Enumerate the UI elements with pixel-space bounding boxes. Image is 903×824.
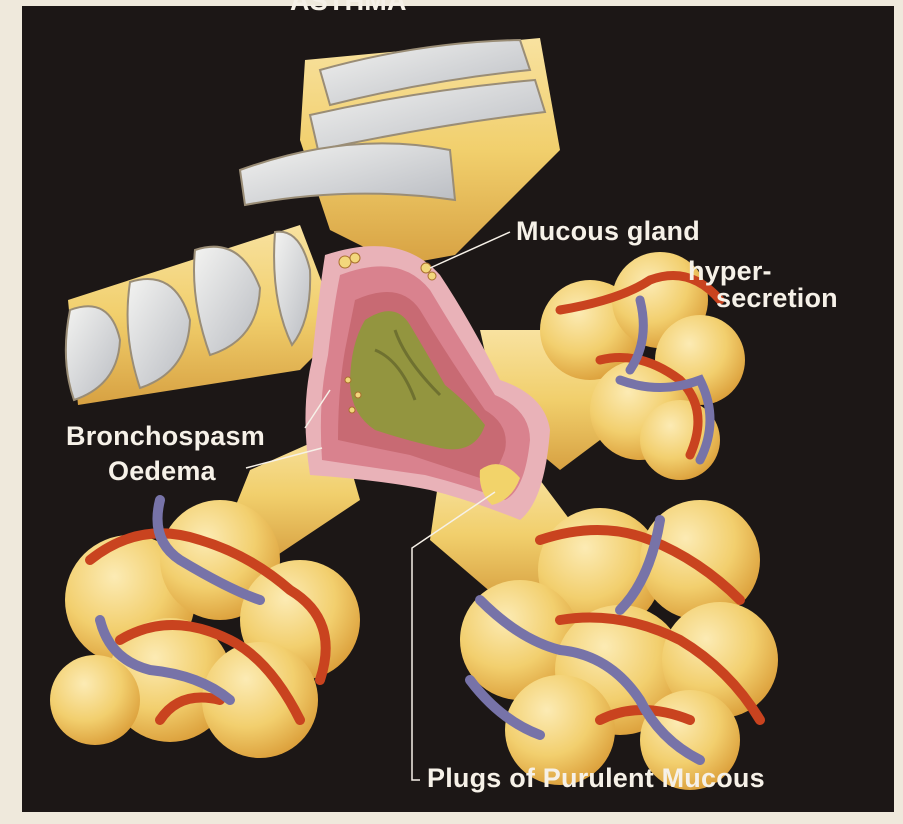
diagram-heading: ASTHMA — [290, 0, 407, 15]
label-bronchospasm: Bronchospasm — [66, 423, 265, 450]
label-oedema: Oedema — [108, 458, 216, 485]
label-mucous-gland: Mucous gland — [516, 218, 700, 245]
label-hyper: hyper- — [688, 258, 772, 285]
label-plugs: Plugs of Purulent Mucous — [427, 765, 765, 792]
label-secretion: secretion — [716, 285, 838, 312]
